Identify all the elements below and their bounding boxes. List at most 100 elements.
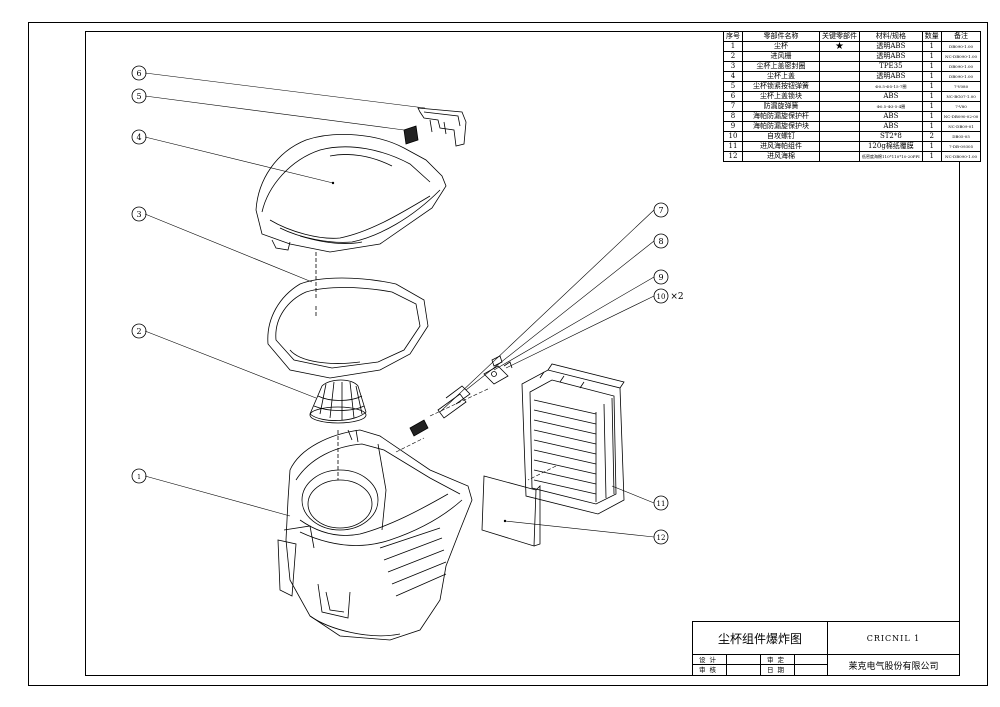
part-2-inlet-grille xyxy=(309,379,367,424)
bom-header-name: 零部件名称 xyxy=(742,31,820,42)
part-3-seal-ring xyxy=(267,277,429,379)
bom-cell-name: 尘杯锁紧按钮弹簧 xyxy=(742,81,820,92)
bom-cell-remark: NC-DB09-01 xyxy=(940,121,982,132)
bom-cell-qty: 1 xyxy=(921,91,942,102)
callout-1-circle xyxy=(131,468,147,484)
date-value xyxy=(795,665,828,675)
bom-cell-name: 尘杯上盖密封圈 xyxy=(742,61,820,72)
bom-cell-material: ABS xyxy=(859,121,923,132)
bom-cell-no: 3 xyxy=(723,61,743,72)
bom-cell-key xyxy=(819,51,860,62)
callout-12: 12 xyxy=(657,534,666,542)
bom-cell-name: 尘杯上盖 xyxy=(742,71,820,82)
callout-8-circle xyxy=(653,233,669,249)
callout-8: 8 xyxy=(658,237,663,246)
callout-2-circle xyxy=(131,323,147,339)
bom-header-qty: 数量 xyxy=(921,31,942,42)
bom-header-remark: 备注 xyxy=(940,31,982,42)
callout-3-circle xyxy=(131,206,147,222)
callout-9-circle xyxy=(653,269,669,285)
callout-1: 1 xyxy=(137,474,141,481)
bom-cell-key xyxy=(819,131,860,142)
callout-3: 3 xyxy=(136,210,141,219)
bom-cell-key xyxy=(819,111,860,122)
callout-7: 7 xyxy=(658,206,663,215)
bom-cell-no: 11 xyxy=(723,141,743,152)
review-value xyxy=(727,665,761,675)
bom-header-key: 关键零部件 xyxy=(819,31,860,42)
bom-cell-material: Φ0.5-Φ3-5-4圈 xyxy=(859,101,923,112)
bom-cell-remark: 7-V080 xyxy=(940,81,982,92)
bom-cell-no: 6 xyxy=(723,91,743,102)
bom-cell-key xyxy=(819,61,860,72)
title-block: 尘杯组件爆炸图 CRICNIL 1 设计 审定 审核 日期 莱克电气股份有限公司 xyxy=(692,621,960,676)
bom-cell-remark: NC-DB090-1.00 xyxy=(940,151,982,162)
bom-cell-qty: 1 xyxy=(921,41,942,52)
callout-10-qty: ×2 xyxy=(670,292,683,302)
bom-cell-qty: 1 xyxy=(921,151,942,162)
bom-cell-no: 4 xyxy=(723,71,743,82)
callout-6-circle xyxy=(131,65,147,81)
bom-cell-qty: 1 xyxy=(921,81,942,92)
leader-lines xyxy=(144,72,655,538)
bom-cell-remark: NC-DB090-1.00 xyxy=(940,51,982,62)
drawing-border-outer xyxy=(28,22,988,686)
bom-cell-name: 进风海棉 xyxy=(742,151,820,162)
callout-10: 10 xyxy=(657,293,666,301)
design-value xyxy=(727,655,761,665)
bom-header-row: 序号 零部件名称 关键零部件 材料/规格 数量 备注 xyxy=(723,31,982,42)
bom-cell-material: 透明ABS xyxy=(859,51,923,62)
bom-cell-remark: DB090-1.00 xyxy=(940,41,982,52)
bom-cell-qty: 1 xyxy=(921,111,942,122)
check-label: 审定 xyxy=(761,655,795,665)
bom-cell-remark: 7-V80 xyxy=(940,101,982,112)
bom-cell-no: 12 xyxy=(723,151,743,162)
bom-cell-material: 透明ABS xyxy=(859,41,923,52)
callout-9: 9 xyxy=(658,273,663,282)
drawing-border-inner xyxy=(85,31,960,676)
callout-4-circle xyxy=(131,129,147,145)
bom-cell-qty: 1 xyxy=(921,121,942,132)
drawing-title: 尘杯组件爆炸图 xyxy=(693,622,828,655)
bom-cell-remark: NC-DB090-02-00 xyxy=(940,111,982,122)
bom-cell-material: Φ0.5-Φ5-15-7圈 xyxy=(859,81,923,92)
bom-cell-remark: 7-DB-09305 xyxy=(940,141,982,152)
callout-10-circle xyxy=(653,288,669,304)
bom-cell-no: 5 xyxy=(723,81,743,92)
bom-cell-key xyxy=(819,101,860,112)
part-11-hepa-filter xyxy=(521,363,625,515)
bom-cell-qty: 1 xyxy=(921,101,942,112)
company-name: 莱克电气股份有限公司 xyxy=(848,661,939,672)
drawing-code: CRICNIL 1 xyxy=(828,622,959,655)
bom-cell-material: ABS xyxy=(859,91,923,102)
callout-5-circle xyxy=(131,88,147,104)
part-1-dust-cup xyxy=(277,429,473,641)
bom-cell-no: 10 xyxy=(723,131,743,142)
bom-cell-material: 透明ABS xyxy=(859,71,923,82)
design-label: 设计 xyxy=(693,655,727,665)
bom-cell-qty: 1 xyxy=(921,51,942,62)
callout-labels: 6 5 4 3 2 1 7 8 9 10 ×2 11 12 xyxy=(136,69,683,542)
bom-cell-name: 进风栅 xyxy=(742,51,820,62)
bom-cell-key xyxy=(819,71,860,82)
date-label: 日期 xyxy=(761,665,795,675)
callout-7-circle xyxy=(653,202,669,218)
bom-cell-key xyxy=(819,121,860,132)
bom-cell-qty: 1 xyxy=(921,61,942,72)
bom-cell-key xyxy=(819,141,860,152)
bom-cell-remark: DB05-05 xyxy=(940,131,982,142)
bom-cell-material: ST2*8 xyxy=(859,131,923,142)
callout-5: 5 xyxy=(136,92,141,101)
bom-cell-qty: 1 xyxy=(921,71,942,82)
review-label: 审核 xyxy=(693,665,727,675)
